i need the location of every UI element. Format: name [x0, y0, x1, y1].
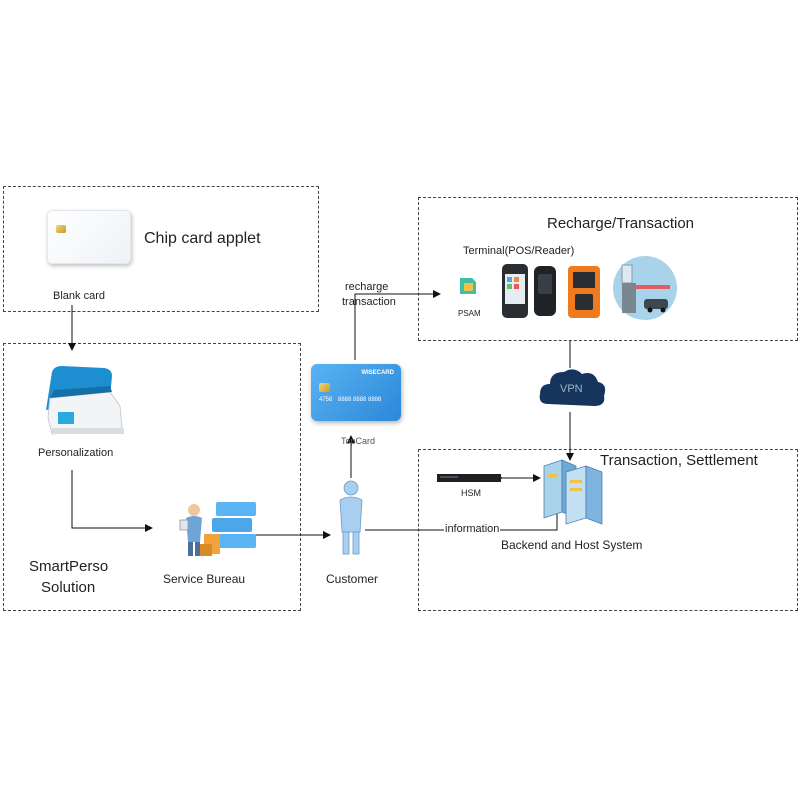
topcard-label: TopCard — [341, 436, 376, 446]
recharge-label-line1: recharge — [345, 281, 389, 293]
blank-card-icon — [47, 210, 131, 264]
card-reader-icon — [534, 266, 556, 316]
card-brand: WISECARD — [361, 370, 394, 376]
card-printer-icon — [46, 366, 124, 435]
vpn-label: VPN — [560, 383, 583, 395]
hsm-icon — [437, 474, 501, 482]
pos-terminal-icon — [502, 264, 528, 318]
psam-label: PSAM — [458, 309, 481, 318]
perso-to-bureau-arrow — [71, 470, 153, 532]
chip-applet-title: Chip card applet — [144, 230, 261, 247]
card-number-head: 4756 — [319, 397, 333, 403]
access-gate-icon — [613, 256, 677, 320]
smartperso-title-line1: SmartPerso — [29, 558, 109, 575]
smartperso-box — [3, 343, 301, 611]
chip-applet-box — [3, 186, 319, 312]
server-stack-icon — [543, 459, 603, 525]
blank-card-label: Blank card — [53, 290, 105, 302]
terminal-label: Terminal(POS/Reader) — [463, 245, 575, 257]
service-bureau-icon — [179, 502, 256, 556]
personalization-label: Personalization — [38, 447, 114, 459]
customer-label: Customer — [326, 572, 379, 586]
customer-icon — [339, 480, 363, 555]
card-to-terminal-arrow — [354, 290, 441, 360]
information-label: information — [444, 523, 501, 535]
card-number-tail: 8888 8888 8888 — [338, 397, 382, 403]
recharge-box — [418, 197, 798, 341]
transit-reader-icon — [568, 266, 600, 318]
smartperso-title-line2: Solution — [41, 579, 96, 596]
vpn-cloud-icon — [539, 369, 606, 406]
topcard-icon: WISECARD 4756 8888 8888 8888 — [311, 364, 401, 421]
recharge-title: Recharge/Transaction — [547, 215, 695, 232]
psam-icon — [460, 278, 476, 294]
hsm-label: HSM — [461, 488, 481, 498]
backend-label: Backend and Host System — [501, 538, 643, 552]
settlement-title: Transaction, Settlement — [600, 452, 758, 469]
service-bureau-label: Service Bureau — [163, 572, 246, 586]
recharge-label-line2: transaction — [342, 296, 396, 308]
